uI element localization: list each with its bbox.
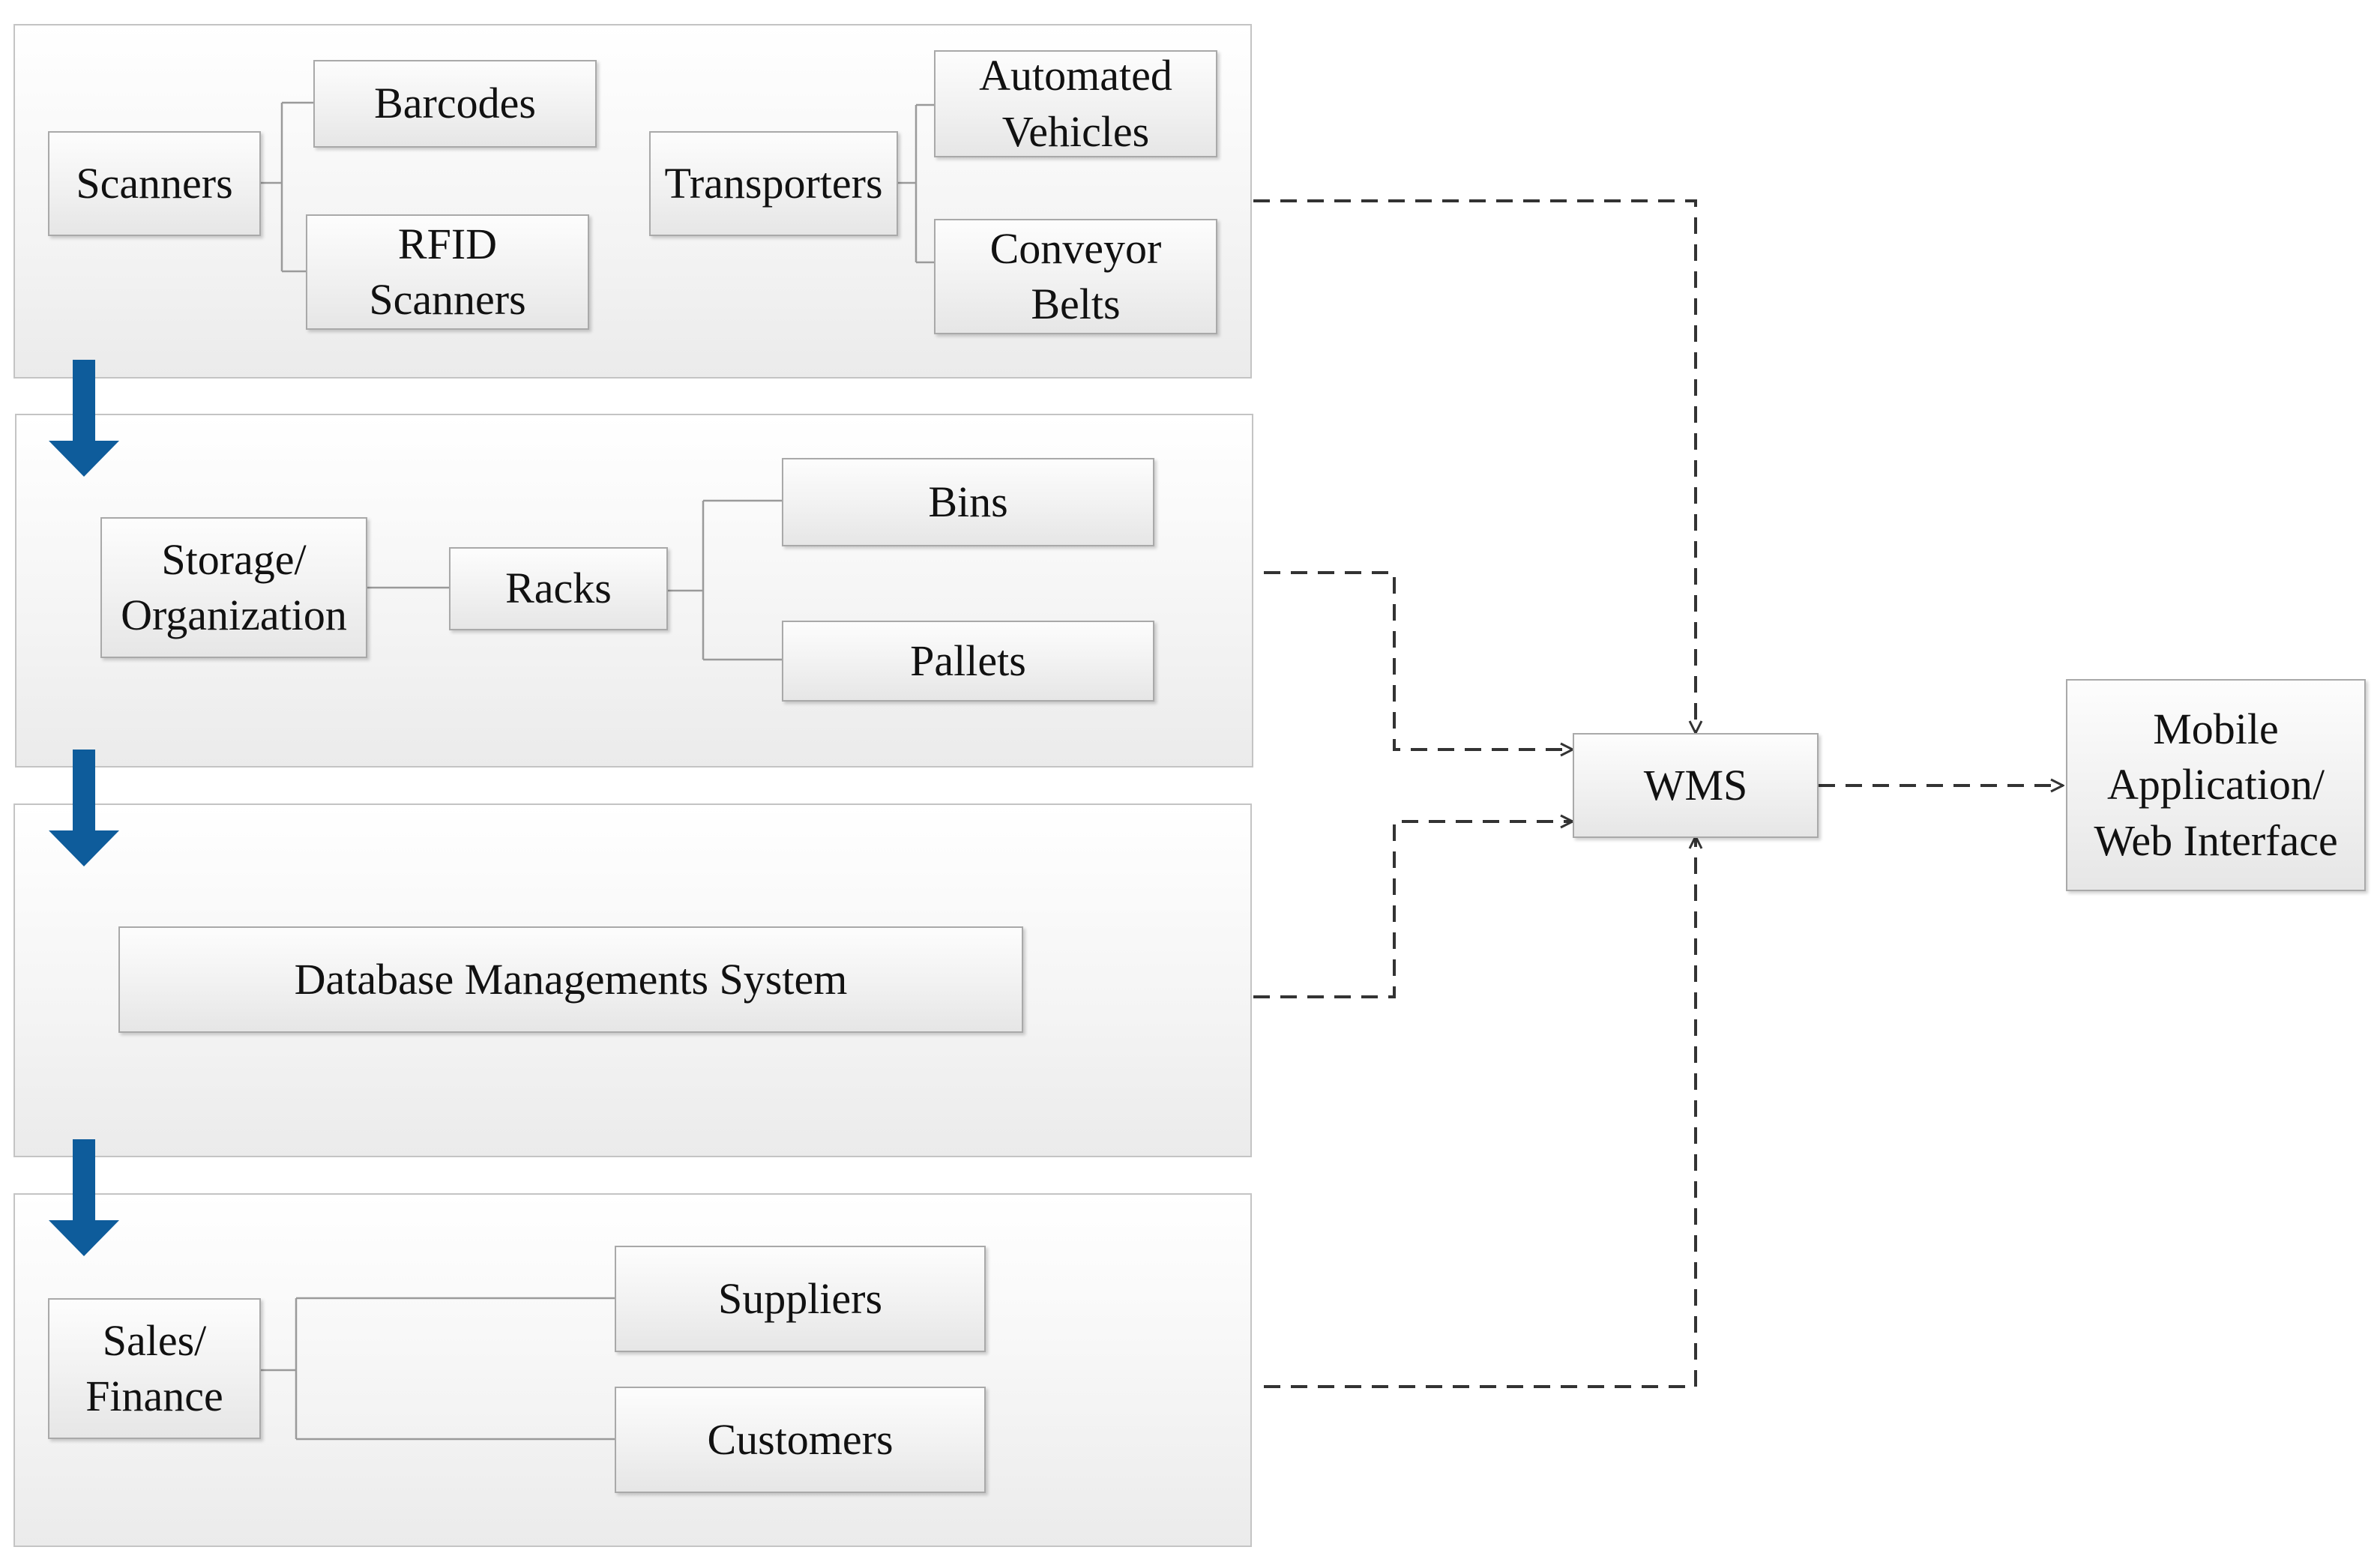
rfid-scanners-label-line-1: RFID <box>397 219 498 268</box>
rfid-scanners-box: RFID Scanners <box>306 214 589 330</box>
automated-vehicles-box: Automated Vehicles <box>934 50 1217 157</box>
racks-label: Racks <box>505 564 612 613</box>
bins-label: Bins <box>928 477 1008 526</box>
pallets-box: Pallets <box>782 621 1154 702</box>
scanners-label: Scanners <box>76 158 233 208</box>
dashed-links <box>1253 199 2063 1388</box>
flow-arrows <box>49 360 119 1256</box>
suppliers-label: Suppliers <box>717 1273 883 1323</box>
storage-organization-box: Storage/ Organization <box>100 517 367 658</box>
customers-box: Customers <box>615 1387 986 1493</box>
bracket-connectors <box>261 101 934 1441</box>
sales-finance-label-line-1: Sales/ <box>102 1315 207 1365</box>
connector-transporters <box>898 103 934 264</box>
transporters-label: Transporters <box>664 158 883 208</box>
link-sales-wms <box>1264 836 1696 1388</box>
connector-racks <box>668 499 782 661</box>
flow-arrow-down-2 <box>49 750 119 866</box>
bins-box: Bins <box>782 458 1154 546</box>
link-capture-wms <box>1253 199 1696 733</box>
connector-scanners <box>261 101 313 273</box>
flow-arrow-down-3 <box>49 1139 119 1256</box>
database-management-label: Database Managements System <box>294 954 848 1004</box>
transporters-box: Transporters <box>649 131 898 236</box>
link-database-wms <box>1253 821 1573 998</box>
automated-vehicles-label-line-1: Automated <box>979 51 1172 100</box>
racks-box: Racks <box>449 547 668 630</box>
database-management-box: Database Managements System <box>118 926 1023 1033</box>
conveyor-belts-box: Conveyor Belts <box>934 219 1217 334</box>
sales-finance-box: Sales/ Finance <box>48 1298 261 1439</box>
scanners-box: Scanners <box>48 131 261 236</box>
mobile-web-label-line-2: Application/ <box>2107 760 2325 809</box>
rfid-scanners-label-line-2: Scanners <box>369 275 526 324</box>
storage-organization-label-line-1: Storage/ <box>161 534 307 584</box>
pallets-label: Pallets <box>910 636 1026 685</box>
mobile-web-label-line-1: Mobile <box>2153 705 2279 754</box>
wms-box: WMS <box>1573 733 1819 838</box>
customers-label: Customers <box>707 1414 894 1464</box>
automated-vehicles-label-line-2: Vehicles <box>1001 106 1150 156</box>
wms-label: WMS <box>1643 760 1748 809</box>
connector-sales <box>261 1297 615 1441</box>
storage-organization-label-line-2: Organization <box>121 591 347 639</box>
barcodes-box: Barcodes <box>313 60 597 148</box>
sales-finance-label-line-2: Finance <box>85 1372 223 1420</box>
barcodes-label: Barcodes <box>374 79 536 128</box>
link-storage-wms <box>1264 571 1573 750</box>
suppliers-box: Suppliers <box>615 1246 986 1352</box>
flow-arrow-down-1 <box>49 360 119 477</box>
mobile-web-interface-box: Mobile Application/ Web Interface <box>2066 679 2366 891</box>
mobile-web-label-line-3: Web Interface <box>2094 815 2338 865</box>
conveyor-belts-label-line-2: Belts <box>1031 280 1121 328</box>
conveyor-belts-label-line-1: Conveyor <box>989 223 1162 273</box>
